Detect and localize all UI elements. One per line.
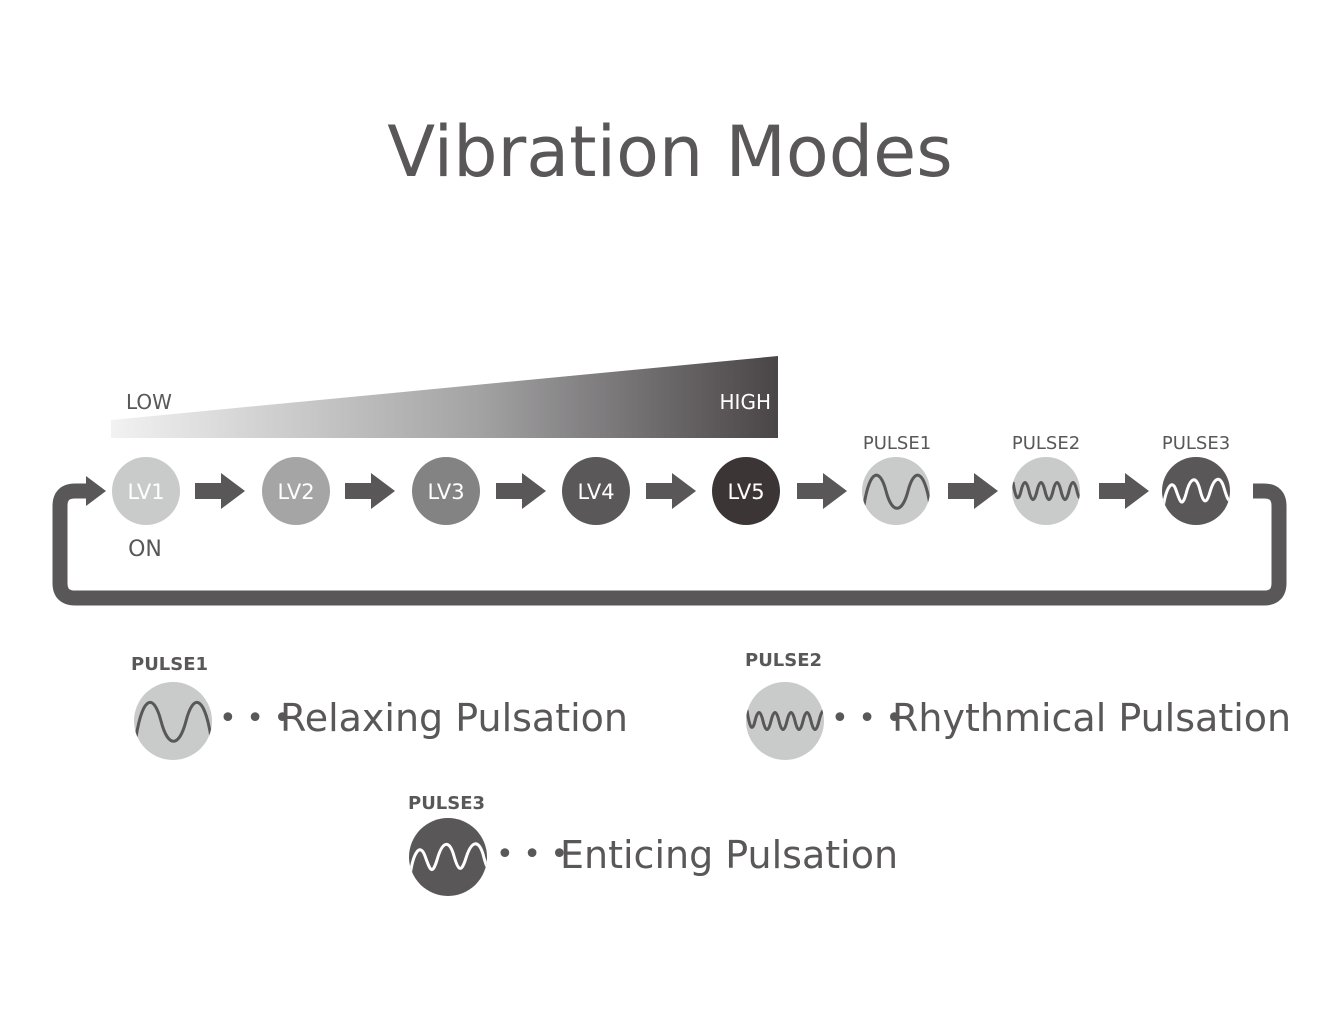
intensity-low-label: LOW bbox=[126, 390, 172, 414]
legend-pulse3-label: PULSE3 bbox=[408, 793, 485, 814]
flow-arrow-icon bbox=[496, 473, 546, 509]
pulse2-node-label: PULSE2 bbox=[1012, 433, 1080, 454]
level-node-circle bbox=[562, 457, 630, 525]
level-node-label: LV3 bbox=[427, 480, 464, 504]
level-node-label: LV1 bbox=[127, 480, 164, 504]
pulse2-node bbox=[1012, 457, 1080, 525]
legend-pulse3-dots: • • • bbox=[496, 837, 568, 872]
flow-arrow-icon bbox=[646, 473, 696, 509]
legend-pulse2-icon bbox=[746, 682, 824, 760]
level-node-label: LV5 bbox=[727, 480, 764, 504]
on-label: ON bbox=[128, 537, 162, 562]
flow-arrow-icon bbox=[345, 473, 395, 509]
enticing-wave-icon bbox=[409, 842, 487, 877]
level-node-circle bbox=[112, 457, 180, 525]
level-node-4: LV4 bbox=[562, 457, 630, 525]
level-node-circle bbox=[412, 457, 480, 525]
legend-pulse1-dots: • • • bbox=[219, 701, 291, 736]
level-node-5: LV5 bbox=[712, 457, 780, 525]
relaxing-wave-icon bbox=[134, 701, 212, 743]
pulse1-node bbox=[862, 457, 930, 525]
level-node-circle bbox=[262, 457, 330, 525]
pulse3-node-label: PULSE3 bbox=[1162, 433, 1230, 454]
level-node-circle bbox=[712, 457, 780, 525]
level-node-label: LV2 bbox=[277, 480, 314, 504]
relaxing-wave-icon bbox=[862, 473, 930, 510]
legend-pulse2-dots: • • • bbox=[831, 701, 903, 736]
rhythmical-wave-icon bbox=[746, 709, 824, 731]
flow-arrow-icon bbox=[195, 473, 245, 509]
legend-pulse1-description: Relaxing Pulsation bbox=[280, 696, 628, 740]
flow-arrow-icon bbox=[1099, 473, 1149, 509]
level-node-3: LV3 bbox=[412, 457, 480, 525]
intensity-wedge bbox=[111, 356, 778, 438]
flow-arrow-icon bbox=[948, 473, 998, 509]
flow-arrow-icon bbox=[797, 473, 847, 509]
enticing-wave-icon bbox=[1162, 477, 1230, 509]
intensity-high-label: HIGH bbox=[720, 390, 771, 414]
legend-pulse2-description: Rhythmical Pulsation bbox=[892, 696, 1291, 740]
level-node-label: LV4 bbox=[577, 480, 614, 504]
level-node-2: LV2 bbox=[262, 457, 330, 525]
legend-pulse1-icon bbox=[134, 682, 212, 760]
pulse1-node-label: PULSE1 bbox=[863, 433, 931, 454]
pulse3-node bbox=[1162, 457, 1230, 525]
legend-pulse3-icon bbox=[409, 818, 487, 896]
levels-group: LV1 LV2 LV3 LV4 LV5 bbox=[112, 457, 780, 525]
page-title: Vibration Modes bbox=[387, 111, 952, 193]
loop-back-arrowhead bbox=[86, 476, 106, 506]
rhythmical-wave-icon bbox=[1012, 481, 1080, 501]
flow-arrows bbox=[195, 473, 1149, 509]
legend-pulse1-label: PULSE1 bbox=[131, 654, 208, 675]
loop-back-path bbox=[52, 483, 1287, 606]
legend-pulse3-description: Enticing Pulsation bbox=[560, 833, 898, 877]
level-node-1: LV1 bbox=[112, 457, 180, 525]
legend-pulse2-label: PULSE2 bbox=[745, 650, 822, 671]
